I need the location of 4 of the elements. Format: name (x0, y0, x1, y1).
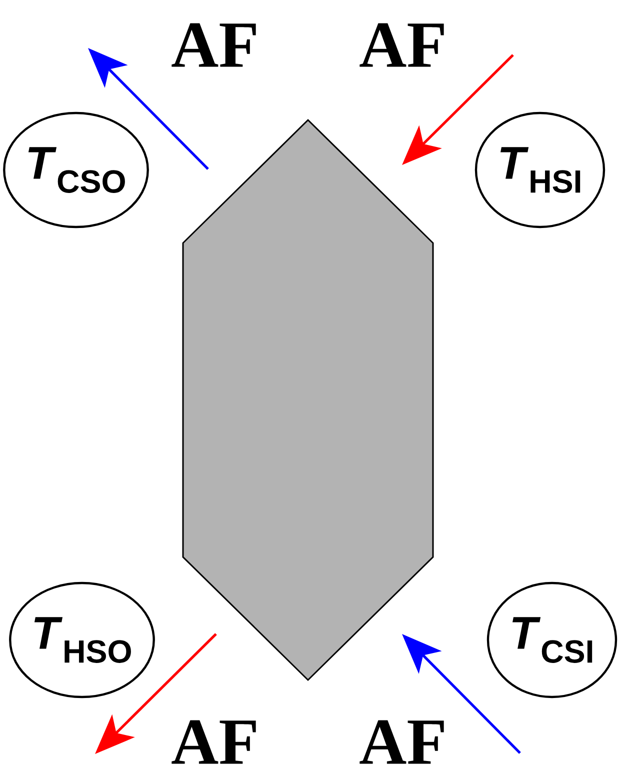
flow-label: AF (360, 720, 444, 764)
flow-label: AF (172, 23, 256, 67)
flow-label: AF (172, 720, 256, 764)
flow-label: AF (360, 23, 444, 67)
